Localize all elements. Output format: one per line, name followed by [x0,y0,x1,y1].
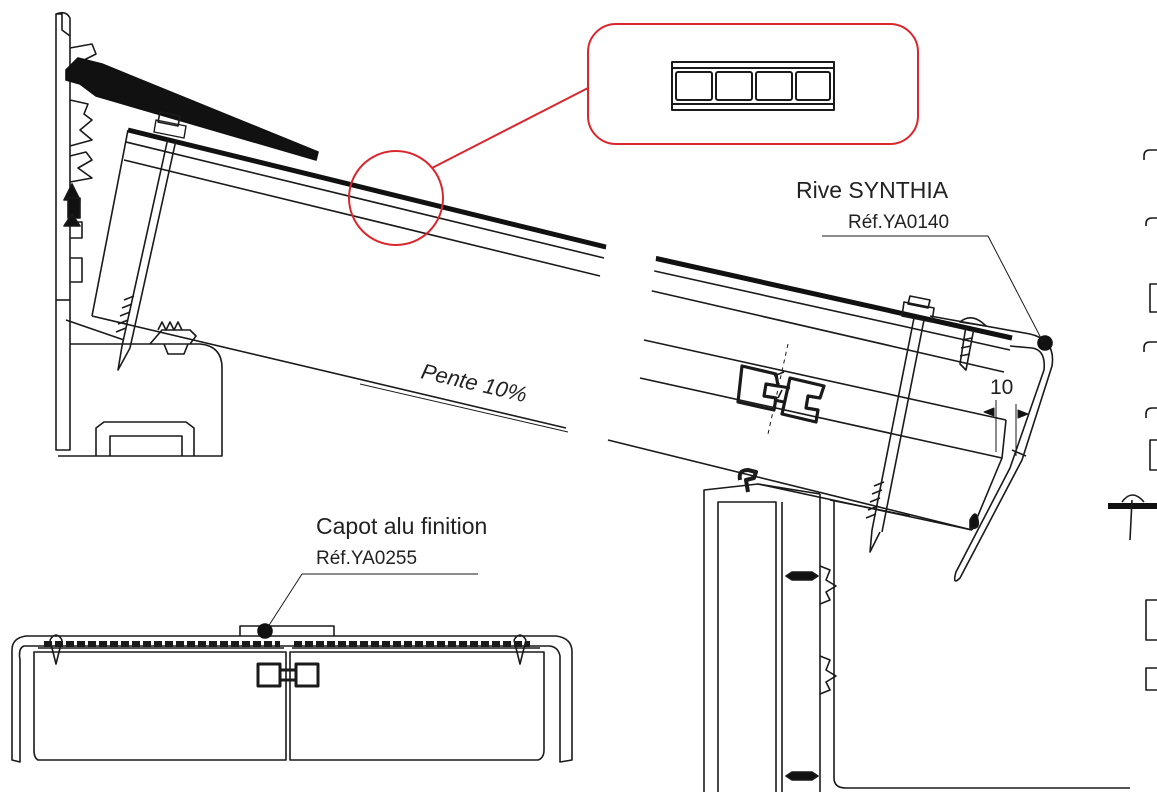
roof-panel-upper [65,127,611,429]
multiwall-panel-detail [671,61,835,111]
panel-break-marks [601,239,657,297]
far-right-partial-profile [1108,149,1157,691]
capot-ref-label: Réf.YA0255 [316,548,417,569]
rive-edge-profile [929,315,1054,582]
capot-title-label: Capot alu finition [316,513,487,539]
gap-dimension-label: 10 [990,376,1013,399]
wall-gutter-profile [55,11,223,457]
rive-title-label: Rive SYNTHIA [796,177,949,203]
gap-dimension-marks [983,400,1029,456]
rive-ref-label: Réf.YA0140 [848,212,949,233]
panel-h-connector [736,343,826,435]
detail-callout [348,23,919,246]
screw-upper [115,111,187,371]
wall-flashing-strip [65,57,319,161]
lower-beam-profile [703,468,1130,792]
slope-underline [359,383,569,433]
slope-label: Pente 10% [419,359,530,408]
capot-leader-line [265,573,478,631]
rive-leader-line [822,235,1044,343]
capot-section [11,623,573,763]
screw-lower [865,295,935,553]
roof-panel-lower [607,255,1013,531]
